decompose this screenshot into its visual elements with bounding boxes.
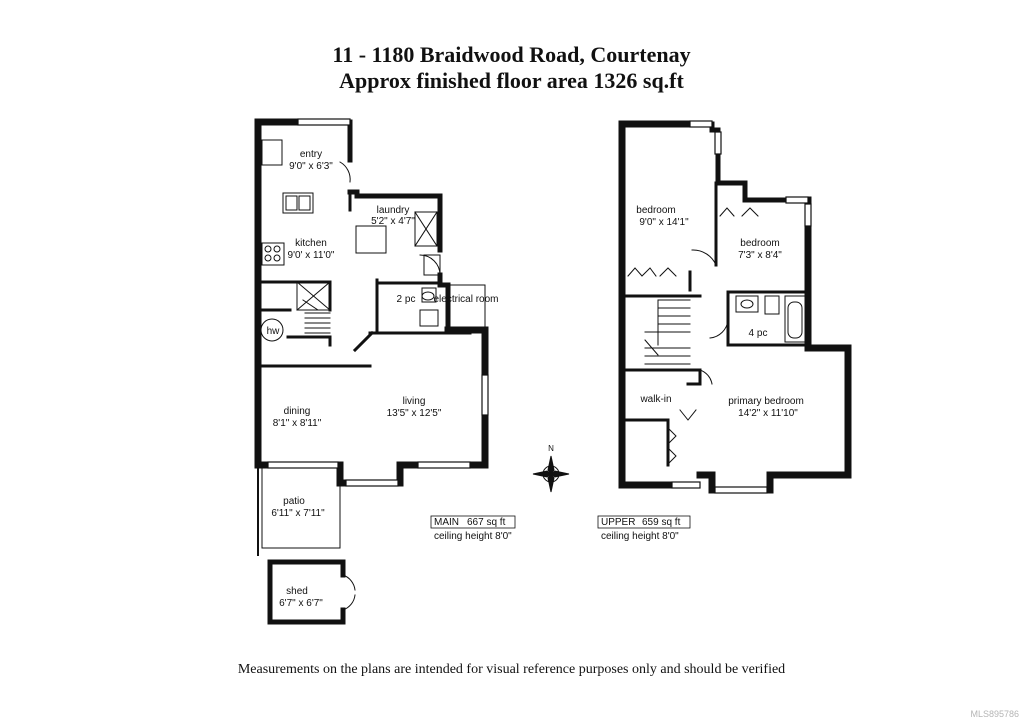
living-size: 13'5" x 12'5" — [387, 408, 442, 419]
entry-label: entry — [300, 149, 322, 160]
disclaimer: Measurements on the plans are intended f… — [237, 662, 786, 677]
bedroom-2-label: bedroom — [740, 238, 779, 249]
electrical-room-label: electrical room — [433, 294, 498, 305]
laundry-label: laundry — [377, 205, 410, 216]
address-title: 11 - 1180 Braidwood Road, Courtenay — [332, 42, 691, 67]
upper-windows — [671, 120, 812, 494]
kitchen-size: 9'0' x 11'0" — [288, 250, 335, 261]
main-summary-area: 667 sq ft — [467, 517, 506, 528]
upper-fixtures — [627, 207, 806, 465]
primary-bedroom-label: primary bedroom — [728, 396, 804, 407]
shed-label: shed — [286, 586, 308, 597]
four-piece-bath-label: 4 pc — [749, 328, 768, 339]
upper-ceiling-height: ceiling height 8'0" — [601, 531, 679, 542]
floor-area-title: Approx finished floor area 1326 sq.ft — [339, 68, 684, 93]
living-label: living — [403, 396, 426, 407]
main-stairs — [304, 312, 331, 334]
compass-north-label: N — [548, 444, 554, 453]
kitchen-fixtures — [260, 139, 486, 342]
primary-bedroom-size: 14'2" x 11'10" — [738, 408, 798, 419]
patio-size: 6'11" x 7'11" — [271, 508, 325, 519]
two-piece-bath-label: 2 pc — [397, 294, 416, 305]
hot-water-tank-label: hw — [267, 326, 281, 337]
shed-size: 6'7" x 6'7" — [279, 598, 323, 609]
laundry-size: 5'2" x 4'7" — [371, 216, 415, 227]
upper-floor-walls — [618, 120, 852, 494]
dining-label: dining — [284, 406, 311, 417]
bedroom-2-size: 7'3" x 8'4" — [738, 250, 782, 261]
main-floor-walls — [254, 118, 489, 487]
upper-summary-label: UPPER — [601, 517, 635, 528]
patio-label: patio — [283, 496, 305, 507]
watermark: MLS895786 — [970, 709, 1019, 719]
upper-summary-area: 659 sq ft — [642, 517, 681, 528]
kitchen-label: kitchen — [295, 238, 327, 249]
patio — [257, 467, 341, 556]
main-summary-box — [430, 515, 516, 529]
bedroom-1-size: 9'0" x 14'1" — [639, 217, 689, 228]
shed — [267, 559, 356, 625]
main-ceiling-height: ceiling height 8'0" — [434, 531, 512, 542]
dining-size: 8'1" x 8'11" — [273, 418, 322, 429]
upper-summary-box — [597, 515, 691, 529]
main-summary-label: MAIN — [434, 517, 459, 528]
upper-stairs — [644, 299, 691, 365]
compass-icon — [532, 455, 570, 493]
entry-size: 9'0" x 6'3" — [289, 161, 333, 172]
bedroom-1-label: bedroom — [636, 205, 675, 216]
walk-in-label: walk-in — [639, 394, 671, 405]
